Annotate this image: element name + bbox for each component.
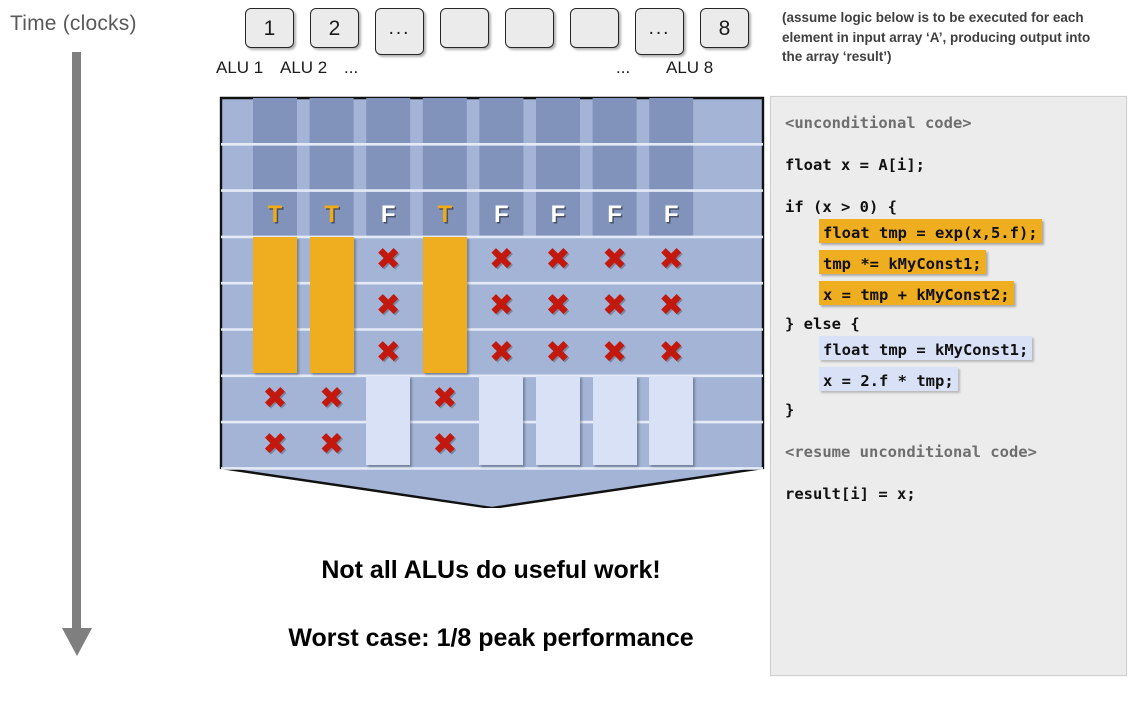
- branch-flag-lane-1: T: [267, 200, 283, 228]
- alu-label-4: ALU 8: [666, 58, 714, 77]
- branch-flag-lane-2: T: [324, 200, 339, 228]
- inactive-x-lane-7-row-3: ✖: [602, 241, 628, 277]
- time-arrow-shaft: [72, 52, 81, 632]
- execution-grid: T T F T F F F F ✖ ✖ ✖ ✖ ✖ ✖ ✖ ✖ ✖ ✖ ✖ ✖ ✖ ✖ ✖ ✖ ✖ ✖ ✖ ✖ ✖: [215, 96, 767, 508]
- alu-box-8[interactable]: 8: [700, 8, 749, 48]
- code-line-15: result[i] = x;: [785, 485, 916, 503]
- code-line-13: <resume unconditional code>: [785, 443, 1037, 461]
- lane-column-1: [253, 98, 297, 237]
- caption-not-all-alus: Not all ALUs do useful work!: [321, 556, 661, 584]
- alu-box-3[interactable]: ...: [375, 8, 424, 55]
- inactive-x-lane-3-row-3: ✖: [375, 241, 401, 277]
- inactive-x-lane-5-row-5: ✖: [488, 334, 514, 370]
- lane-column-2: [309, 98, 354, 237]
- code-listing: <unconditional code> float x = A[i]; if (x…: [785, 111, 1120, 506]
- alu-label-3: ...: [616, 58, 631, 77]
- inactive-x-lane-6-row-4: ✖: [545, 288, 571, 324]
- grid-cell-layer: T T F T F F F F ✖ ✖ ✖ ✖ ✖ ✖ ✖ ✖ ✖ ✖ ✖ ✖ ✖ ✖ ✖ ✖ ✖ ✖ ✖ ✖ ✖: [215, 96, 767, 508]
- inactive-x-lane-5-row-3: ✖: [488, 241, 514, 277]
- code-line-4: if (x > 0) {: [785, 198, 897, 216]
- code-line-5: float tmp = exp(x,5.f);: [785, 219, 1120, 250]
- code-line-6: tmp *= kMyConst1;: [785, 250, 1120, 281]
- time-axis-label: Time (clocks): [10, 12, 137, 35]
- code-line-2: float x = A[i];: [785, 156, 925, 174]
- lane-column-8: [649, 98, 694, 237]
- inactive-x-lane-7-row-4: ✖: [602, 288, 628, 324]
- branch-flag-lane-8: F: [663, 200, 679, 228]
- inactive-x-lane-7-row-5: ✖: [602, 334, 628, 370]
- inactive-x-lane-8-row-5: ✖: [658, 334, 684, 370]
- inactive-x-lane-6-row-3: ✖: [545, 241, 571, 277]
- inactive-x-lane-3-row-5: ✖: [375, 334, 401, 370]
- lane-column-6: [536, 98, 580, 237]
- alu-box-4[interactable]: [440, 8, 489, 48]
- branch-flag-lane-4: T: [437, 200, 453, 228]
- alu-label-row: ALU 1 ALU 2...... ALU 8: [216, 58, 756, 82]
- inactive-x-lane-8-row-3: ✖: [658, 241, 684, 277]
- inactive-x-lane-1-row-6: ✖: [262, 380, 288, 416]
- inactive-x-lane-3-row-4: ✖: [375, 288, 401, 324]
- lane-column-5: [479, 98, 524, 237]
- code-spacer-1: [785, 135, 1120, 153]
- inactive-x-lane-2-row-7: ✖: [319, 427, 345, 463]
- code-line-7: x = tmp + kMyConst2;: [785, 281, 1120, 312]
- inactive-x-lane-6-row-5: ✖: [545, 334, 571, 370]
- if-block-lane-1: [253, 236, 297, 373]
- branch-flag-lane-6: F: [550, 200, 566, 228]
- caption-worst-case: Worst case: 1/8 peak performance: [288, 624, 694, 652]
- if-block-lane-4: [422, 236, 467, 373]
- else-block-lane-7: [592, 375, 637, 466]
- code-line-0: <unconditional code>: [785, 114, 972, 132]
- alu-label-2: ...: [344, 58, 359, 77]
- inactive-x-lane-1-row-7: ✖: [262, 427, 288, 463]
- else-block-lane-8: [649, 375, 694, 466]
- assumption-note: (assume logic below is to be executed fo…: [782, 10, 1091, 65]
- else-block-lane-5: [479, 375, 524, 466]
- inactive-x-lane-4-row-7: ✖: [432, 427, 458, 463]
- code-line-10: x = 2.f * tmp;: [785, 367, 1120, 398]
- lane-column-4: [422, 98, 467, 237]
- code-panel: <unconditional code> float x = A[i]; if (x…: [770, 96, 1127, 676]
- if-block-lane-2: [309, 236, 354, 373]
- else-block-lane-6: [536, 375, 580, 466]
- lane-column-3: [366, 98, 411, 237]
- else-block-lane-3: [366, 375, 411, 466]
- alu-box-6[interactable]: [570, 8, 619, 48]
- branch-flag-lane-3: F: [380, 200, 396, 228]
- alu-label-1: ALU 2: [280, 58, 328, 77]
- down-arrow-icon: [62, 628, 92, 656]
- branch-flag-lane-5: F: [494, 200, 509, 228]
- code-highlight-5: float tmp = exp(x,5.f);: [819, 219, 1042, 243]
- code-highlight-6: tmp *= kMyConst1;: [819, 250, 986, 274]
- code-highlight-9: float tmp = kMyConst1;: [819, 336, 1033, 360]
- code-spacer-12: [785, 422, 1120, 440]
- alu-label-0: ALU 1: [216, 58, 264, 77]
- grid-background: [219, 96, 765, 508]
- branch-flag-lane-7: F: [607, 200, 622, 228]
- alu-box-7[interactable]: ...: [635, 8, 684, 55]
- inactive-x-lane-8-row-4: ✖: [658, 288, 684, 324]
- inactive-x-lane-2-row-6: ✖: [319, 380, 345, 416]
- code-spacer-3: [785, 177, 1120, 195]
- alu-box-5[interactable]: [505, 8, 554, 48]
- code-spacer-14: [785, 464, 1120, 482]
- code-line-11: }: [785, 401, 795, 419]
- code-highlight-10: x = 2.f * tmp;: [819, 367, 958, 391]
- alu-box-2[interactable]: 2: [310, 8, 359, 48]
- inactive-x-lane-5-row-4: ✖: [488, 288, 514, 324]
- code-highlight-7: x = tmp + kMyConst2;: [819, 281, 1014, 305]
- lane-column-7: [592, 98, 637, 237]
- inactive-x-lane-4-row-6: ✖: [432, 380, 458, 416]
- code-line-9: float tmp = kMyConst1;: [785, 336, 1120, 367]
- alu-box-1[interactable]: 1: [245, 8, 294, 48]
- code-line-8: } else {: [785, 315, 860, 333]
